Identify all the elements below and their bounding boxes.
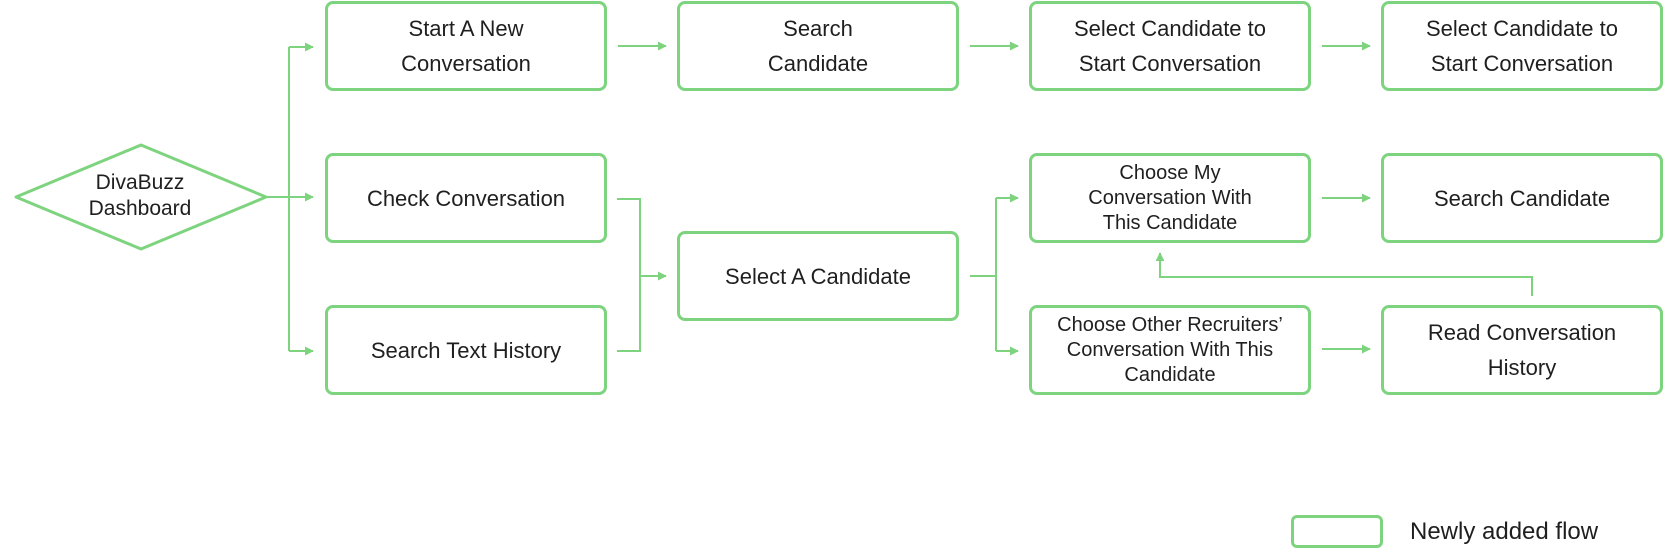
node-label: Read Conversation History bbox=[1427, 320, 1617, 380]
node-label: Select Candidate to Start Conversation bbox=[1073, 16, 1267, 76]
node-label: Choose My Conversation With This Candida… bbox=[1088, 161, 1252, 234]
node-check-conversation[interactable]: Check Conversation bbox=[325, 153, 607, 243]
node-search-candidate-top[interactable]: Search Candidate bbox=[677, 1, 959, 91]
legend-label: Newly added flow bbox=[1410, 518, 1599, 545]
node-label: Choose Other Recruiters’ Conversation Wi… bbox=[1057, 313, 1283, 386]
node-select-candidate-2[interactable]: Select Candidate to Start Conversation bbox=[1381, 1, 1663, 91]
node-start-new-conversation[interactable]: Start A New Conversation bbox=[325, 1, 607, 91]
node-search-text-history[interactable]: Search Text History bbox=[325, 305, 607, 395]
legend-swatch bbox=[1291, 515, 1383, 548]
node-choose-other-recruiters[interactable]: Choose Other Recruiters’ Conversation Wi… bbox=[1029, 305, 1311, 395]
node-label: Select A Candidate bbox=[725, 263, 911, 289]
node-choose-my-conversation[interactable]: Choose My Conversation With This Candida… bbox=[1029, 153, 1311, 243]
connector-check-conversation-merge bbox=[617, 198, 641, 352]
arrow-history-loop-back bbox=[1155, 252, 1533, 296]
node-label: Start A New Conversation bbox=[401, 16, 531, 76]
node-select-candidate-1[interactable]: Select Candidate to Start Conversation bbox=[1029, 1, 1311, 91]
node-search-candidate-right[interactable]: Search Candidate bbox=[1381, 153, 1663, 243]
node-label: Search Candidate bbox=[1433, 185, 1611, 211]
node-read-conversation-history[interactable]: Read Conversation History bbox=[1381, 305, 1663, 395]
node-label: Search Text History bbox=[370, 337, 562, 363]
node-select-a-candidate[interactable]: Select A Candidate bbox=[677, 231, 959, 321]
node-label: Search Candidate bbox=[767, 16, 869, 76]
node-label: Select Candidate to Start Conversation bbox=[1425, 16, 1619, 76]
dashboard-label: DivaBuzz Dashboard bbox=[88, 171, 192, 220]
node-label: Check Conversation bbox=[366, 185, 566, 211]
